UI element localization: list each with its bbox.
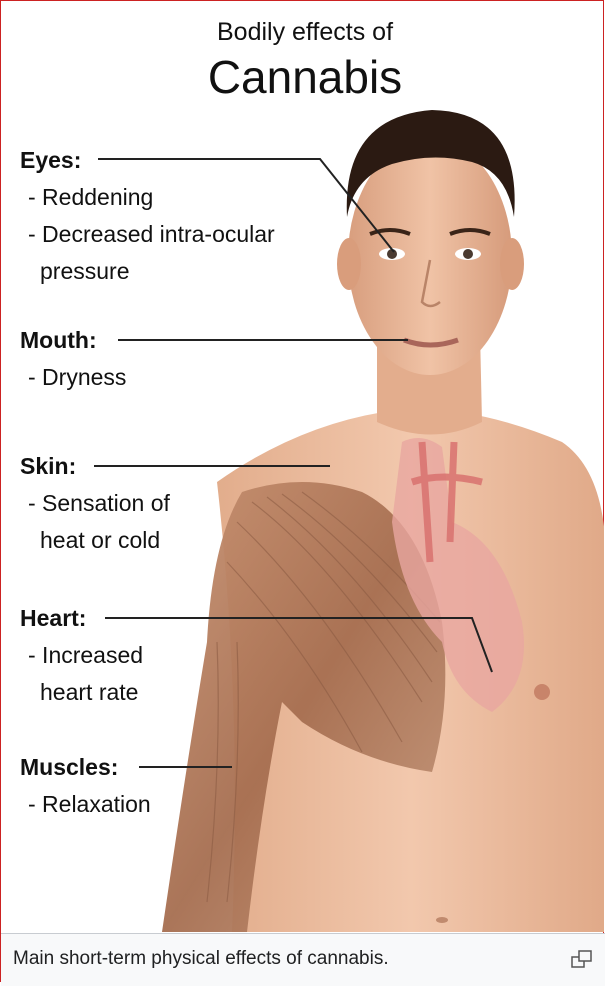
label-muscles-item-1: - Relaxation <box>26 786 151 823</box>
label-mouth-item-1: - Dryness <box>26 359 126 396</box>
figure-title: Cannabis <box>2 50 604 104</box>
label-heart-item-2: heart rate <box>38 674 143 711</box>
label-mouth-head: Mouth: <box>20 322 126 359</box>
anatomy-figure[interactable]: Bodily effects of Cannabis Eyes: - Redde… <box>2 2 604 932</box>
label-skin-item-1: - Sensation of <box>26 485 170 522</box>
label-skin: Skin: - Sensation of heat or cold <box>20 448 170 559</box>
label-heart-item-1: - Increased <box>26 637 143 674</box>
figure-caption: Main short-term physical effects of cann… <box>13 948 389 970</box>
label-eyes-head: Eyes: <box>20 142 275 179</box>
label-eyes: Eyes: - Reddening - Decreased intra-ocul… <box>20 142 275 290</box>
label-skin-item-2: heat or cold <box>38 522 170 559</box>
enlarge-icon[interactable] <box>571 948 593 970</box>
caption-bar: Main short-term physical effects of cann… <box>1 933 605 986</box>
label-skin-head: Skin: <box>20 448 170 485</box>
label-eyes-item-3: pressure <box>38 253 275 290</box>
label-eyes-item-2: - Decreased intra-ocular <box>26 216 275 253</box>
figure-subtitle: Bodily effects of <box>2 18 604 47</box>
label-muscles: Muscles: - Relaxation <box>20 749 151 823</box>
label-eyes-item-1: - Reddening <box>26 179 275 216</box>
label-heart: Heart: - Increased heart rate <box>20 600 143 711</box>
label-muscles-head: Muscles: <box>20 749 151 786</box>
label-mouth: Mouth: - Dryness <box>20 322 126 396</box>
label-heart-head: Heart: <box>20 600 143 637</box>
